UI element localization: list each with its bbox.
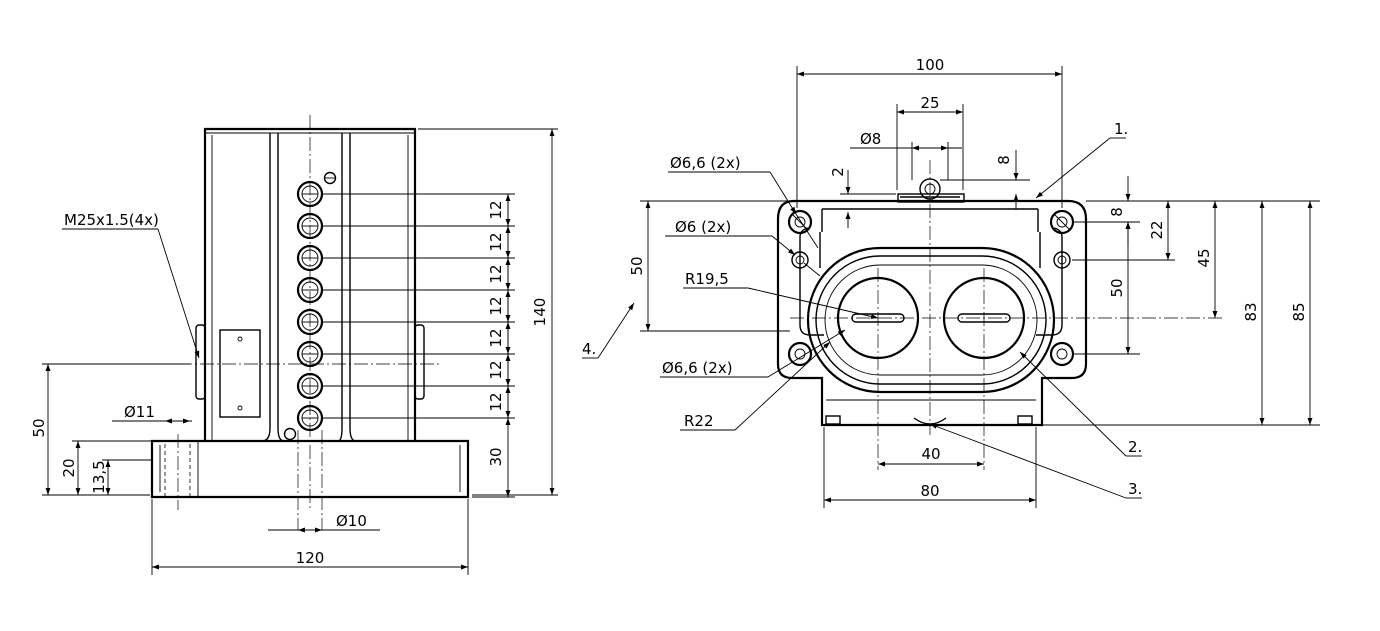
pitch-dimensions: 12 12 12 12 12 12 12 12 <box>322 193 515 419</box>
dim-20: 20 <box>60 458 78 477</box>
top-knob <box>897 178 965 203</box>
front-view: 100 25 Ø8 8 2 50 8 <box>582 56 1320 508</box>
pitch-label-7: 12 <box>487 392 505 411</box>
pitch-label-5: 12 <box>487 328 505 347</box>
dim-50-front-right: 50 <box>1108 278 1126 297</box>
dim-120: 120 <box>296 549 325 567</box>
dim-dia-8: Ø8 <box>860 130 881 148</box>
dim-13-5: 13,5 <box>90 460 108 493</box>
side-view-body <box>150 127 470 499</box>
dim-dia-10: Ø10 <box>336 512 367 530</box>
side-view: 12 12 12 12 12 12 12 12 30 140 50 20 13,… <box>30 115 558 575</box>
mounting-hole-top-right <box>1049 209 1075 235</box>
thread-label: M25x1.5(4x) <box>64 211 159 229</box>
dim-8-top: 8 <box>995 155 1013 165</box>
dim-2: 2 <box>829 167 847 177</box>
dim-8-right: 8 <box>1108 207 1126 217</box>
dim-50-side: 50 <box>30 418 48 437</box>
pitch-label-6: 12 <box>487 360 505 379</box>
small-hole-left <box>791 251 809 269</box>
dim-50-front-left: 50 <box>628 256 646 275</box>
button-column <box>296 115 324 510</box>
callout-1: 1. <box>1114 120 1128 138</box>
radius-22: R22 <box>684 412 714 430</box>
dim-45: 45 <box>1195 248 1213 267</box>
dim-83: 83 <box>1242 302 1260 321</box>
dim-22: 22 <box>1148 220 1166 239</box>
hole-dia-66-bottom: Ø6,6 (2x) <box>662 359 733 377</box>
pitch-label-3: 12 <box>487 264 505 283</box>
small-hole-right <box>1053 251 1071 269</box>
dim-dia-11: Ø11 <box>124 403 155 421</box>
dim-30: 30 <box>487 447 505 466</box>
mounting-hole-top-left <box>787 209 813 235</box>
mounting-hole-bottom-right <box>1049 341 1075 367</box>
pitch-label-2: 12 <box>487 232 505 251</box>
dim-25: 25 <box>920 94 939 112</box>
button-openings <box>806 246 1056 394</box>
dim-40: 40 <box>921 445 940 463</box>
dim-80: 80 <box>920 482 939 500</box>
dim-140: 140 <box>531 298 549 327</box>
callout-2: 2. <box>1128 438 1142 456</box>
radius-19-5: R19,5 <box>685 270 729 288</box>
hole-dia-6: Ø6 (2x) <box>675 218 731 236</box>
pitch-label-4: 12 <box>487 296 505 315</box>
dim-85: 85 <box>1290 302 1308 321</box>
dim-100: 100 <box>916 56 945 74</box>
pitch-label-1: 12 <box>487 200 505 219</box>
callout-3: 3. <box>1128 480 1142 498</box>
hole-dia-66-top: Ø6,6 (2x) <box>670 154 741 172</box>
callout-4: 4. <box>582 340 596 358</box>
